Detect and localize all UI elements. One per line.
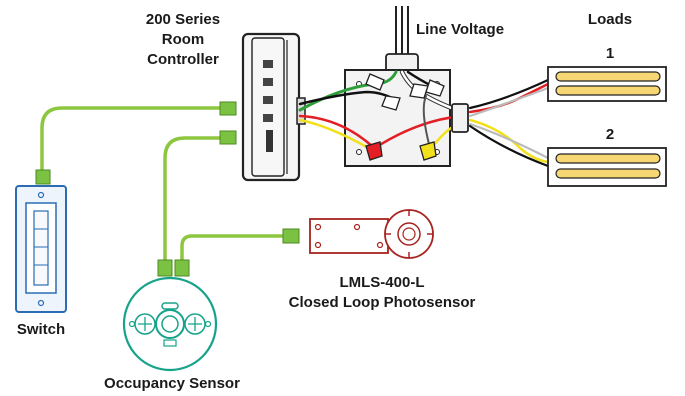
line-voltage-wires: [298, 69, 550, 168]
cable-switch-to-controller: [40, 106, 224, 174]
wire-nut-red: [365, 141, 383, 161]
occupancy-sensor: [122, 259, 218, 372]
switch-label: Switch: [17, 321, 65, 338]
cable-occupancy-to-controller: [163, 136, 224, 264]
line-voltage-label: Line Voltage: [416, 21, 504, 38]
wire-nut-yellow: [419, 141, 437, 161]
connector-plug: [219, 130, 237, 145]
wall-switch: [15, 169, 67, 313]
load-1-label: 1: [606, 45, 614, 62]
wire-nut-green: [365, 73, 385, 91]
load-2-label: 2: [606, 126, 614, 143]
connector-plug: [219, 101, 237, 116]
photosensor-label-line2: Closed Loop Photosensor: [289, 294, 476, 311]
wire-nuts: [365, 73, 445, 161]
room-controller: [241, 32, 306, 182]
line-voltage-cable: [385, 6, 419, 73]
controller-label-line1: 200 Series: [146, 11, 220, 28]
wire-nut-black: [425, 79, 445, 97]
controller-label-line3: Controller: [147, 51, 219, 68]
cable-clamp: [451, 103, 469, 133]
occupancy-sensor-label: Occupancy Sensor: [104, 375, 240, 392]
wire-nut-black-lower: [381, 95, 401, 111]
lmrj-cables: [40, 106, 285, 264]
load-2-fixture: [547, 147, 667, 187]
loads-label: Loads: [588, 11, 632, 28]
photosensor-label-line1: LMLS-400-L: [339, 274, 424, 291]
wire-nut-white: [409, 83, 429, 99]
controller-label-line2: Room: [162, 31, 205, 48]
cable-photosensor-to-occupancy: [180, 234, 285, 264]
photosensor: [282, 209, 434, 259]
load-1-fixture: [547, 66, 667, 102]
